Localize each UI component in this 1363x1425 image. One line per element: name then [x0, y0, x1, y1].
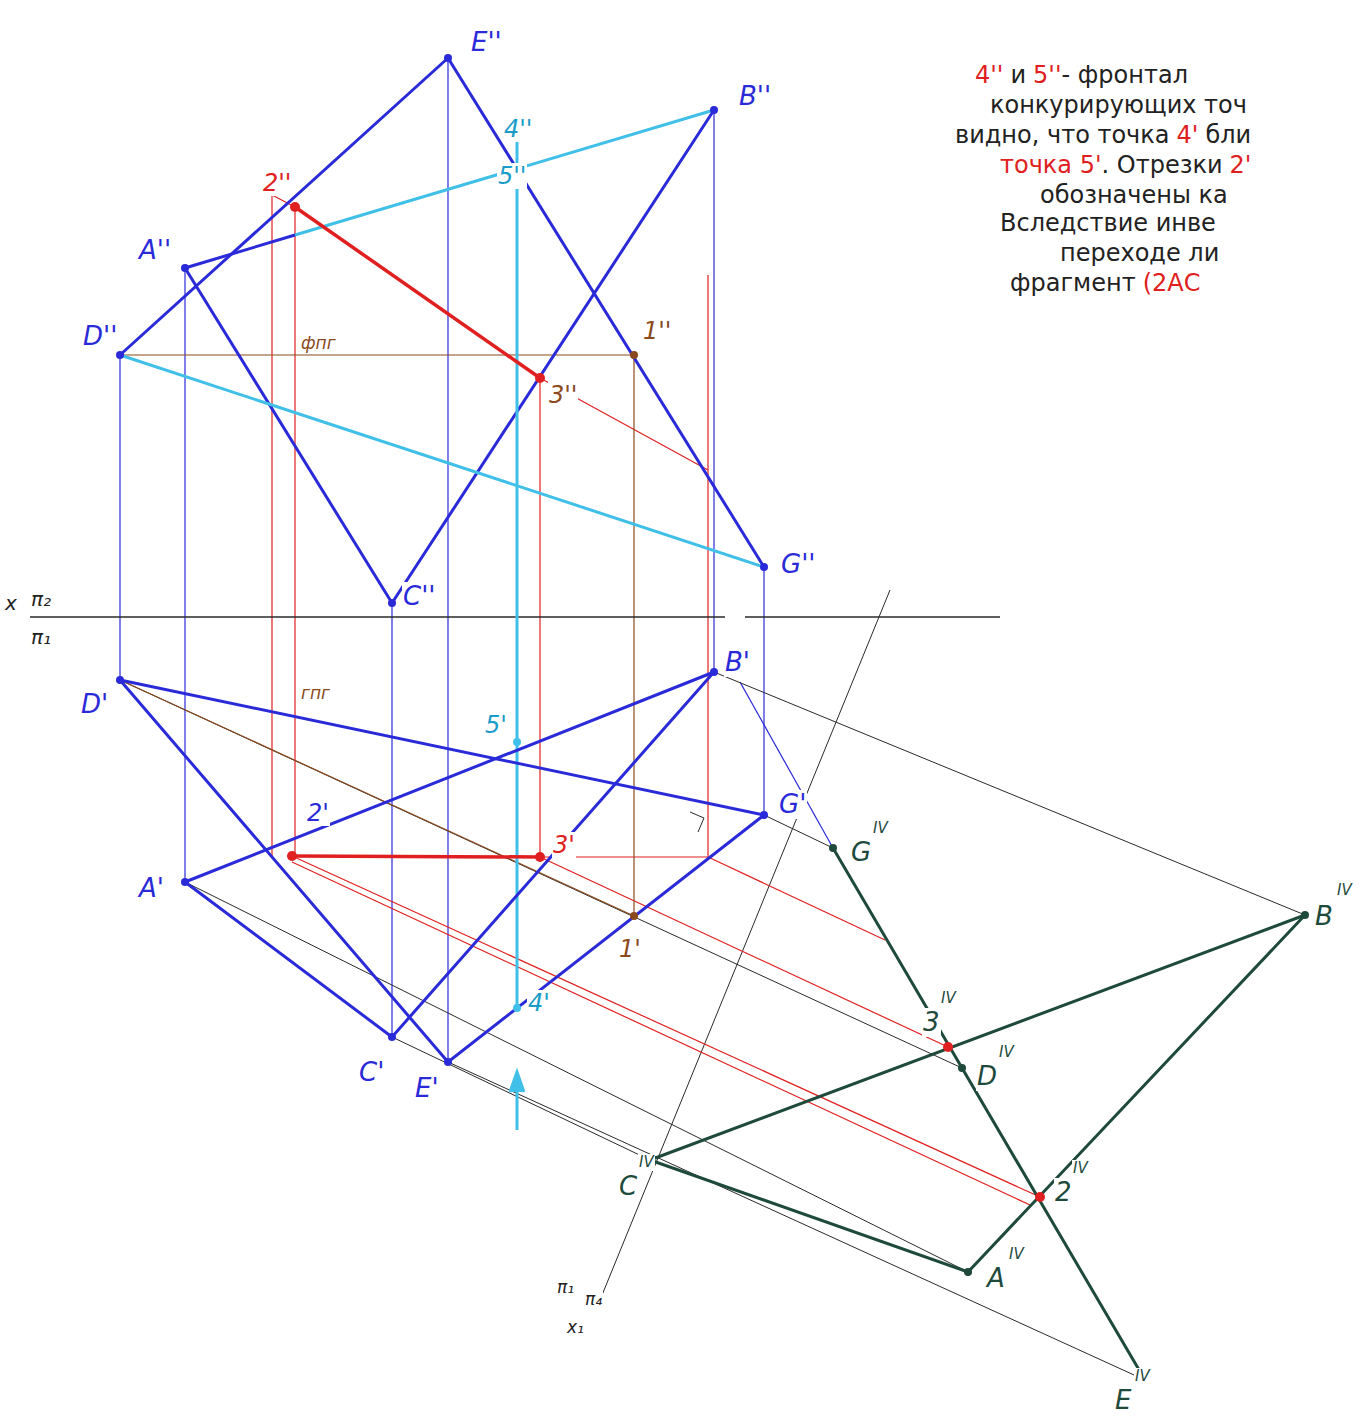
point-label: 3'	[552, 832, 576, 858]
hidden-lines	[120, 110, 764, 1130]
point-label: D''	[82, 322, 118, 351]
note-text: переходе ли	[1060, 240, 1219, 266]
point-label: 5'	[484, 712, 508, 738]
point-label: A'	[138, 874, 165, 903]
point-label: 2	[1054, 1178, 1073, 1207]
note-text: видно, что точка	[955, 122, 1170, 148]
point-label: B''	[738, 82, 772, 111]
point-label: C'	[358, 1058, 385, 1087]
point-label: π₂	[30, 588, 52, 610]
point-label: π₄	[584, 1290, 603, 1309]
point-label: IV	[940, 990, 957, 1007]
point-label: IV	[1008, 1246, 1025, 1263]
aux-view	[650, 848, 1305, 1380]
point-label: B	[1314, 902, 1334, 931]
note-text: Вследствие инве	[1000, 210, 1216, 236]
point-label: 4''	[503, 116, 533, 142]
point-label: D'	[80, 690, 109, 719]
link-lines	[120, 58, 833, 1062]
note-text: 5''	[1033, 62, 1061, 88]
note-text: и	[1010, 62, 1026, 88]
point-label: фпг	[300, 334, 337, 353]
point-label: гпг	[300, 684, 331, 703]
point-label: IV	[872, 820, 889, 837]
point-label: E'	[414, 1074, 440, 1103]
point-label: E''	[470, 28, 503, 57]
top-view	[120, 672, 764, 1062]
note-text: 4''	[975, 62, 1003, 88]
point-label: x	[4, 592, 18, 614]
note-text: . Отрезки	[1102, 152, 1223, 178]
point-label: π₁	[556, 1278, 575, 1297]
point-label: B'	[724, 648, 751, 677]
point-label: G''	[780, 550, 816, 579]
note-text: обозначены ка	[1040, 182, 1228, 208]
point-label: A	[986, 1264, 1006, 1293]
point-label: 1''	[642, 318, 672, 344]
point-label: IV	[1072, 1160, 1089, 1177]
point-label: 3	[922, 1008, 941, 1037]
point-label: π₁	[30, 626, 52, 648]
point-label: C''	[402, 582, 436, 611]
point-label: IV	[638, 1154, 655, 1171]
point-label: IV	[1336, 882, 1353, 899]
point-label: C	[618, 1172, 638, 1201]
point-label: 1'	[618, 936, 642, 962]
note-text: (2АС	[1143, 270, 1201, 296]
point-label: E	[1114, 1386, 1132, 1415]
note-text: фрагмент	[1010, 270, 1136, 296]
point-label: A''	[138, 236, 172, 265]
point-label: 4'	[527, 990, 551, 1016]
point-label: x₁	[566, 1318, 585, 1337]
note-text: конкурирующих точ	[990, 92, 1247, 118]
point-label: IV	[1134, 1368, 1151, 1385]
axis	[30, 616, 1000, 617]
note-text: 4'	[1177, 122, 1199, 148]
front-view	[120, 58, 764, 603]
point-label: D	[976, 1062, 998, 1091]
note-text: бли	[1205, 122, 1251, 148]
point-label: 3''	[548, 382, 578, 408]
note-text: 2'	[1230, 152, 1252, 178]
points	[116, 54, 1309, 1384]
point-label: 5''	[497, 163, 527, 189]
point-label: IV	[998, 1044, 1015, 1061]
point-label: 2'	[306, 800, 330, 826]
point-label: G'	[778, 790, 807, 819]
point-label: 2''	[262, 170, 292, 196]
note-text: - фронтал	[1062, 62, 1188, 88]
point-label: G	[850, 838, 872, 867]
note-text: точка 5'	[1000, 152, 1102, 178]
intersection-line	[292, 207, 540, 857]
red-construction	[272, 195, 1040, 1205]
projection-lines	[120, 590, 1305, 1380]
